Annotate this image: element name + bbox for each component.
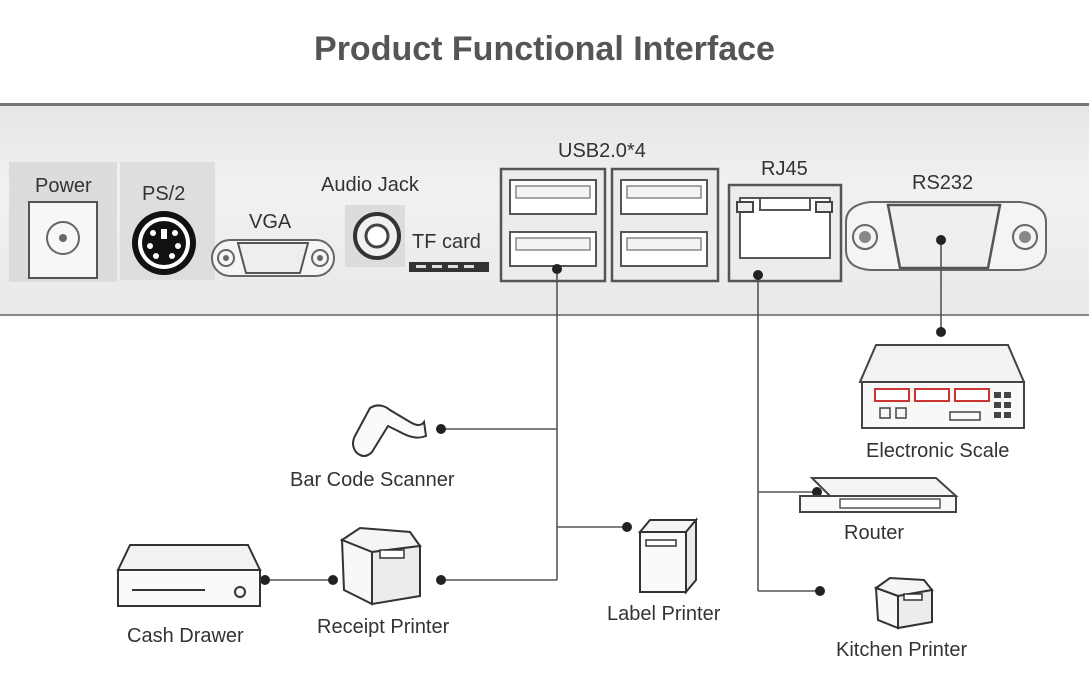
cash-drawer-label: Cash Drawer	[127, 625, 244, 647]
kitchen-printer-icon	[873, 576, 934, 630]
audio-jack-label: Audio Jack	[321, 174, 419, 196]
electronic-scale-label: Electronic Scale	[866, 440, 1010, 462]
receipt-printer-icon	[339, 526, 422, 606]
ps2-label: PS/2	[142, 183, 186, 205]
rj45-connection-lines	[757, 275, 820, 592]
tf-card-label: TF card	[412, 231, 481, 253]
connection-dots	[260, 235, 946, 596]
barcode-scanner-label: Bar Code Scanner	[290, 469, 455, 491]
rs232-port	[845, 201, 1047, 271]
router-label: Router	[844, 522, 905, 544]
rj45-port	[727, 183, 843, 283]
usb-connection-lines	[441, 269, 627, 581]
ps2-port	[120, 162, 215, 280]
vga-port	[211, 239, 335, 277]
page-title: Product Functional Interface	[314, 30, 775, 68]
rj45-label: RJ45	[761, 158, 808, 180]
label-printer-icon	[637, 517, 699, 595]
electronic-scale-icon	[858, 344, 1026, 429]
receipt-printer-label: Receipt Printer	[317, 616, 450, 638]
tf-card-slot	[409, 262, 489, 272]
power-label: Power	[35, 175, 92, 197]
power-port	[9, 162, 117, 282]
label-printer-label: Label Printer	[607, 603, 721, 625]
cash-drawer-icon	[116, 544, 262, 607]
barcode-scanner-icon	[352, 404, 428, 457]
router-icon	[799, 477, 959, 513]
rs232-label: RS232	[912, 172, 974, 194]
usb-ports	[499, 167, 720, 283]
usb-label: USB2.0*4	[558, 140, 646, 162]
audio-jack	[345, 205, 405, 267]
kitchen-printer-label: Kitchen Printer	[836, 639, 968, 661]
vga-label: VGA	[249, 211, 292, 233]
